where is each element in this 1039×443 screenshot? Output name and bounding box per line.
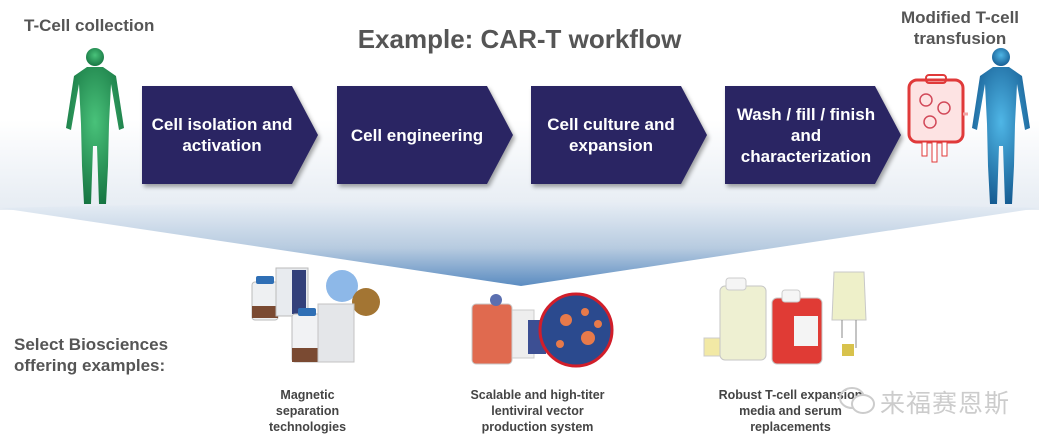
- workflow-step-1: Cell isolation and activation: [142, 86, 318, 184]
- end-label: Modified T-cell transfusion: [890, 7, 1030, 49]
- product-1-line-2: separation: [275, 404, 340, 418]
- step-2-line-1: Cell engineering: [350, 125, 484, 145]
- end-label-line-1: Modified T-cell: [900, 8, 1020, 27]
- watermark-text: 来福赛恩斯: [880, 390, 1011, 418]
- step-1-line-1: Cell isolation and: [151, 115, 293, 134]
- product-1-label: Magnetic separation technologies: [245, 387, 370, 435]
- step-4-line-3: characterization: [740, 146, 872, 166]
- human-figure-green-icon: [66, 48, 124, 204]
- product-3-line-3: replacements: [750, 420, 831, 434]
- magnetic-beads-product-icon: [251, 267, 380, 363]
- step-4-line-1: Wash / fill / finish: [736, 104, 876, 124]
- product-3-line-2: media and serum: [739, 404, 842, 418]
- product-1-line-3: technologies: [268, 420, 347, 434]
- offerings-title: Select Biosciences offering examples:: [14, 334, 168, 376]
- diagram-title: Example: CAR-T workflow: [357, 24, 682, 54]
- offerings-title-line-2: offering examples:: [14, 356, 166, 375]
- offerings-title-line-1: Select Biosciences: [14, 335, 169, 354]
- product-3-label: Robust T-cell expansion media and serum …: [708, 387, 873, 435]
- step-3-line-2: expansion: [568, 136, 654, 155]
- iv-bag-icon: [907, 74, 968, 163]
- step-4-line-2: and: [790, 125, 822, 145]
- product-1-line-1: Magnetic: [280, 388, 335, 402]
- workflow-step-2: Cell engineering: [337, 86, 513, 184]
- product-2-line-2: lentiviral vector: [491, 404, 584, 418]
- workflow-step-3: Cell culture and expansion: [531, 86, 707, 184]
- human-figure-blue-icon: [972, 48, 1030, 204]
- product-2-line-1: Scalable and high-titer: [470, 388, 605, 402]
- product-3-line-1: Robust T-cell expansion: [718, 388, 863, 402]
- media-bottles-product-icon: [703, 271, 867, 365]
- lentiviral-product-icon: [471, 292, 614, 368]
- wechat-icon: [839, 387, 875, 414]
- end-label-line-2: transfusion: [913, 29, 1007, 48]
- step-3-line-1: Cell culture and: [547, 115, 675, 134]
- product-2-label: Scalable and high-titer lentiviral vecto…: [455, 387, 620, 435]
- start-label: T-Cell collection: [24, 16, 155, 35]
- product-2-line-3: production system: [481, 420, 594, 434]
- step-1-line-2: activation: [182, 136, 262, 155]
